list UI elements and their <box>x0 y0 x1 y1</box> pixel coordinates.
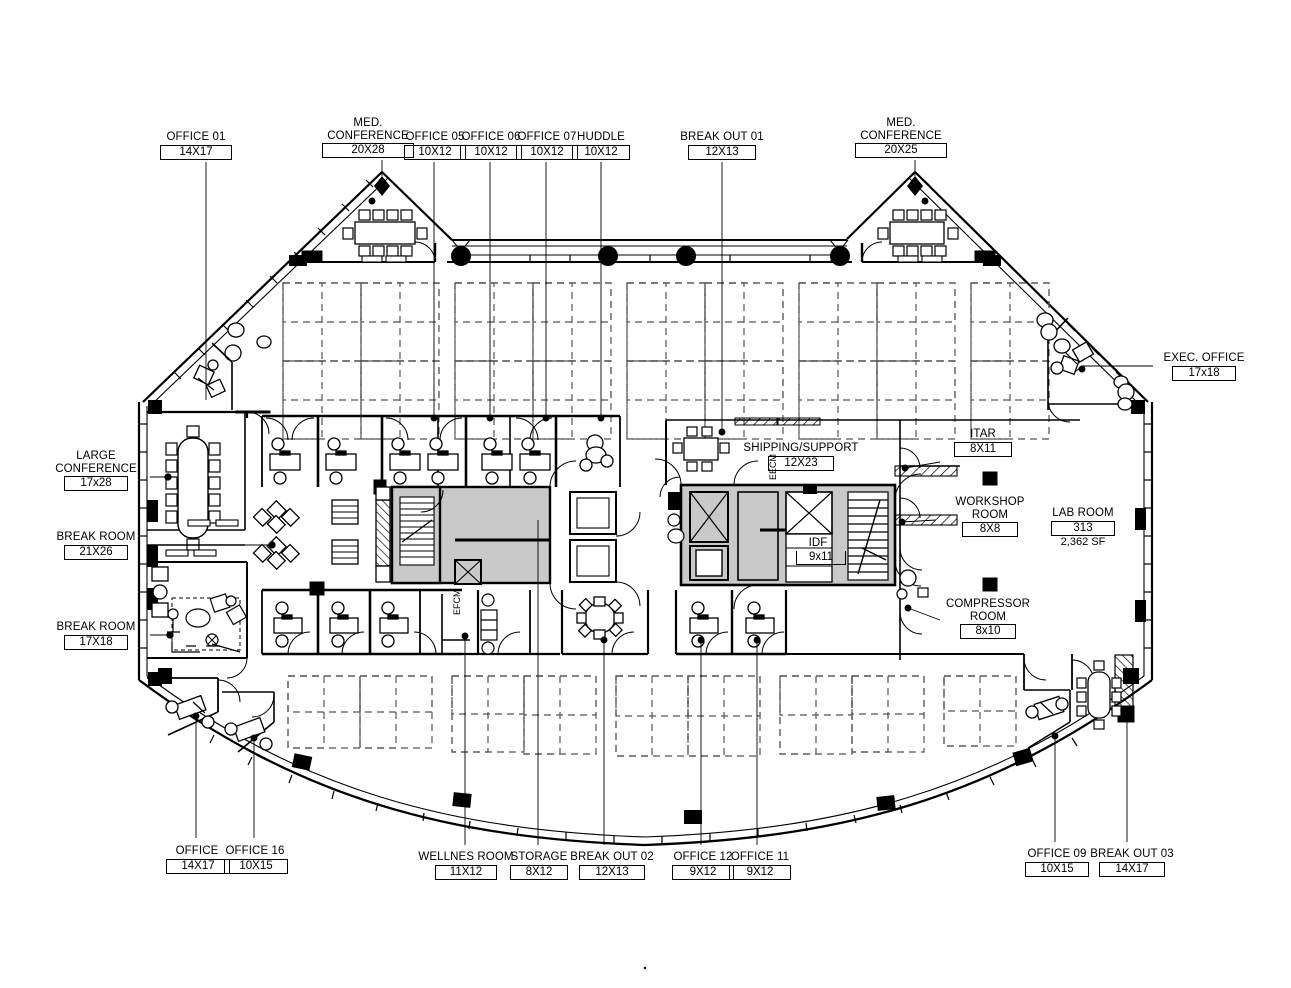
room-exec-office <box>224 312 1135 423</box>
room-label-office-05: OFFICE 05 10X12 <box>404 131 466 160</box>
private-office-row-upper <box>261 414 621 495</box>
room-label-compressor-room: COMPRESSOR ROOM 8x10 <box>945 598 1031 639</box>
room-label-break-room-upper: BREAK ROOM 21X26 <box>56 531 136 560</box>
round-columns <box>451 246 850 266</box>
core-left <box>375 460 641 610</box>
room-large-conference <box>147 410 271 551</box>
building-envelope <box>137 171 1154 847</box>
room-label-wellnes-room: WELLNES ROOM 11X12 <box>418 851 514 880</box>
stair-label-left: EFCM <box>452 590 462 616</box>
room-label-office-bottom-left: OFFICE 14X17 <box>166 845 230 874</box>
room-label-lab-room: LAB ROOM 313 2,362 SF <box>1051 507 1115 548</box>
room-label-workshop-room: WORKSHOP ROOM 8X8 <box>955 496 1025 537</box>
room-label-break-out-03: BREAK OUT 03 14X17 <box>1090 848 1174 877</box>
room-label-itar: ITAR 8X11 <box>952 428 1014 457</box>
leader-lines <box>147 160 1153 845</box>
room-office-01 <box>192 342 233 410</box>
room-itar-workshop-compressor <box>894 419 1080 660</box>
room-label-storage: STORAGE 8X12 <box>510 851 568 880</box>
sheet-center-mark <box>643 966 647 970</box>
room-label-exec-office: EXEC. OFFICE 17x18 <box>1163 352 1245 381</box>
room-label-break-room-lower: BREAK ROOM 17X18 <box>56 621 136 650</box>
room-label-office-07: OFFICE 07 10X12 <box>516 131 578 160</box>
open-office-workstations-lower <box>287 675 1017 757</box>
open-office-workstations-upper <box>282 282 1050 440</box>
private-office-row-lower <box>261 581 1024 656</box>
room-label-office-11: OFFICE 11 9X12 <box>729 851 791 880</box>
room-label-break-out-02: BREAK OUT 02 12X13 <box>570 851 654 880</box>
room-label-med-conference-right: MED. CONFERENCE 20X25 <box>855 117 947 158</box>
collaboration-lounge <box>252 499 359 571</box>
room-label-idf: IDF 9x11 <box>796 537 846 565</box>
room-label-break-out-01: BREAK OUT 01 12X13 <box>680 131 764 160</box>
room-label-office-12: OFFICE 12 9X12 <box>672 851 734 880</box>
room-break-out-01 <box>665 417 900 485</box>
room-med-conference-right <box>860 209 997 263</box>
column-bracing <box>451 239 849 263</box>
room-label-large-conference: LARGE CONFERENCE 17x28 <box>55 450 137 491</box>
room-label-shipping-support: SHIPPING/SUPPORT 12X23 <box>743 442 859 471</box>
core-right <box>654 458 922 610</box>
room-label-office-16: OFFICE 16 10X15 <box>224 845 288 874</box>
room-break-room-lower <box>147 561 248 679</box>
stair-label-right: EECM <box>768 454 778 480</box>
room-label-office-09: OFFICE 09 10X15 <box>1024 848 1090 877</box>
room-bottom-right-cluster <box>1023 654 1135 749</box>
room-label-med-conference-left: MED. CONFERENCE 20X28 <box>322 117 414 158</box>
room-label-huddle: HUDDLE 10X12 <box>572 131 630 160</box>
room-label-office-01: OFFICE 01 14X17 <box>160 131 232 160</box>
room-office-bottom-left-cluster <box>147 677 275 753</box>
room-label-office-06: OFFICE 06 10X12 <box>460 131 522 160</box>
room-med-conference-left <box>300 209 437 263</box>
